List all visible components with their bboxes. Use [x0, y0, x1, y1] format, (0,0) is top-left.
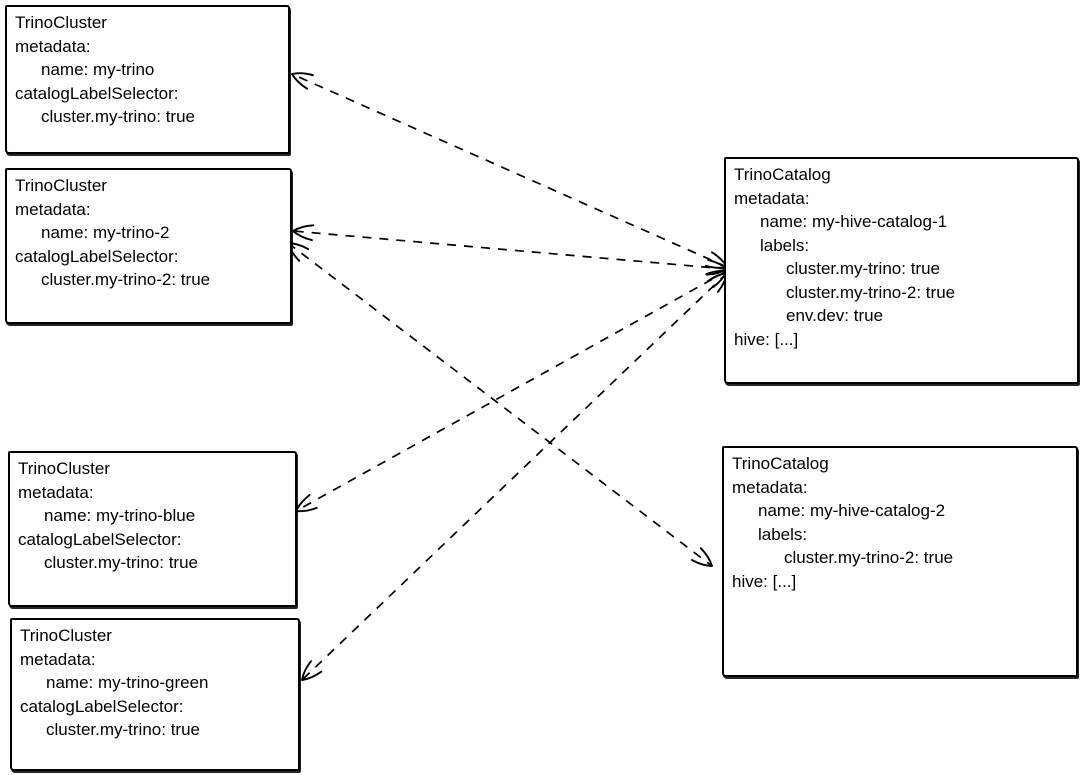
node-trino-catalog-my-hive-catalog-1: TrinoCatalog metadata: name: my-hive-catal…: [724, 157, 1079, 384]
yaml-line: name: my-trino-green: [46, 673, 209, 692]
edge-trino-cluster-my-trino-2--trino-catalog-my-hive-catalog-2: [287, 242, 713, 567]
yaml-line: cluster.my-trino-2: true: [784, 548, 954, 567]
yaml-line: TrinoCluster: [18, 459, 110, 478]
arrowhead-icon: [292, 224, 315, 242]
node-trino-cluster-my-trino-blue: TrinoCluster metadata: name: my-trino-blue…: [8, 451, 297, 607]
yaml-line: TrinoCatalog: [732, 454, 829, 473]
yaml-line: hive: [...]: [734, 329, 799, 349]
yaml-line: TrinoCluster: [15, 13, 107, 32]
node-trino-catalog-my-hive-catalog-2: TrinoCatalog metadata: name: my-hive-catal…: [722, 446, 1078, 677]
arrowhead-icon: [301, 660, 323, 681]
yaml-line: catalogLabelSelector:: [15, 246, 179, 266]
yaml-line: name: my-trino-blue: [44, 506, 196, 525]
yaml-line: metadata:: [15, 199, 91, 219]
yaml-line: cluster.my-trino: true: [786, 259, 940, 278]
yaml-line: env.dev: true: [786, 306, 884, 325]
arrowhead-icon: [690, 547, 713, 567]
yaml-line: metadata:: [20, 649, 96, 669]
yaml-line: cluster.my-trino: true: [46, 720, 200, 739]
yaml-line: labels:: [758, 524, 808, 544]
yaml-line: name: my-hive-catalog-1: [760, 212, 948, 231]
yaml-line: metadata:: [15, 36, 91, 56]
yaml-line: hive: [...]: [732, 571, 797, 591]
yaml-line: cluster.my-trino-2: true: [41, 270, 211, 289]
yaml-line: cluster.my-trino: true: [44, 553, 198, 572]
yaml-line: TrinoCluster: [15, 176, 107, 195]
yaml-line: name: my-hive-catalog-2: [758, 501, 946, 520]
yaml-line: metadata:: [732, 477, 808, 497]
node-trino-cluster-my-trino-green: TrinoCluster metadata: name: my-trino-gree…: [10, 618, 300, 771]
edge-trino-catalog-my-hive-catalog-1--trino-cluster-my-trino: [291, 72, 728, 269]
yaml-line: catalogLabelSelector:: [20, 696, 184, 716]
arrowhead-icon: [291, 72, 314, 90]
yaml-line: name: my-trino-2: [41, 223, 170, 242]
yaml-line: cluster.my-trino-2: true: [786, 282, 956, 302]
yaml-line: TrinoCluster: [20, 626, 112, 645]
edge-trino-catalog-my-hive-catalog-1--trino-cluster-my-trino-blue: [295, 269, 728, 513]
edge-trino-catalog-my-hive-catalog-1--trino-cluster-my-trino-green: [301, 272, 728, 681]
yaml-line: name: my-trino: [41, 60, 155, 79]
yaml-line: catalogLabelSelector:: [15, 83, 179, 103]
node-trino-cluster-my-trino: TrinoCluster metadata: name: my-trino catal…: [5, 5, 290, 154]
edge-trino-catalog-my-hive-catalog-1--trino-cluster-my-trino-2: [292, 224, 728, 276]
yaml-line: metadata:: [734, 188, 810, 208]
yaml-line: catalogLabelSelector:: [18, 529, 182, 549]
yaml-line: labels:: [760, 235, 810, 255]
node-trino-cluster-my-trino-2: TrinoCluster metadata: name: my-trino-2 cat…: [5, 168, 292, 324]
yaml-line: TrinoCatalog: [734, 165, 831, 184]
yaml-line: metadata:: [18, 482, 94, 502]
arrowhead-icon: [295, 494, 318, 513]
yaml-line: cluster.my-trino: true: [41, 107, 195, 126]
